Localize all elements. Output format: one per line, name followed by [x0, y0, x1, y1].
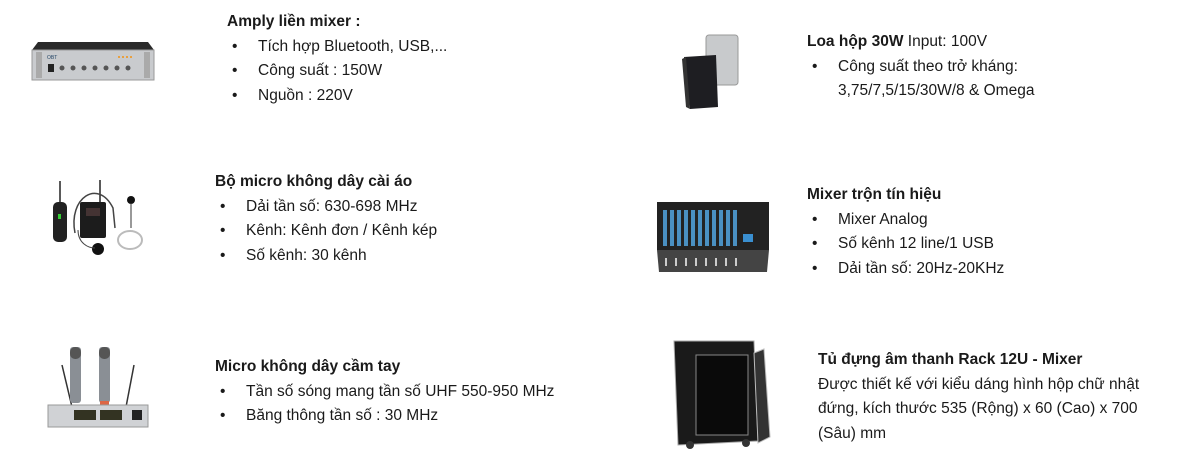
product-rack: Tủ đựng âm thanh Rack 12U - Mixer Được t… — [818, 348, 1139, 446]
spec-item: Kênh: Kênh đơn / Kênh kép — [218, 219, 437, 244]
product-title: Micro không dây cầm tay — [215, 358, 401, 375]
audio-mixer-image — [657, 202, 769, 272]
rack-case-image — [673, 340, 771, 449]
product-speaker: Loa hộp 30W Input: 100V Công suất theo t… — [807, 30, 1034, 104]
spec-item: Số kênh 12 line/1 USB — [810, 232, 1004, 257]
spec-item: Dải tần số: 20Hz-20KHz — [810, 257, 1004, 282]
spec-item: Công suất theo trở kháng: — [810, 55, 1034, 80]
product-title: Loa hộp 30W — [807, 33, 904, 50]
box-speaker-image — [682, 34, 739, 109]
spec-item: Mixer Analog — [810, 208, 1004, 233]
spec-item: Nguồn : 220V — [230, 84, 447, 109]
spec-item: Tần số sóng mang tần số UHF 550-950 MHz — [218, 380, 554, 405]
description-line: đứng, kích thước 535 (Rộng) x 60 (Cao) x… — [818, 400, 1138, 417]
spec-continuation: 3,75/7,5/15/30W/8 & Omega — [838, 82, 1035, 99]
spec-item: Số kênh: 30 kênh — [218, 244, 437, 269]
description-line: Được thiết kế với kiểu dáng hình hộp chữ… — [818, 375, 1140, 393]
spec-item: Công suất : 150W — [230, 59, 447, 84]
product-title: Tủ đựng âm thanh Rack 12U - Mixer — [818, 351, 1083, 368]
product-title: Amply liền mixer : — [227, 13, 361, 30]
lapel-wireless-mic-set-image — [53, 180, 143, 255]
svg-text:OBT: OBT — [47, 55, 57, 61]
product-lapel-mic: Bộ micro không dây cài áo Dải tần số: 63… — [215, 170, 437, 268]
amplifier-mixer-image: OBT — [31, 42, 155, 81]
product-title: Mixer trộn tín hiệu — [807, 186, 942, 203]
product-handheld-mic: Micro không dây cầm tay Tần số sóng mang… — [215, 355, 554, 429]
product-input-spec: Input: 100V — [907, 33, 988, 50]
product-amply: Amply liền mixer : Tích hợp Bluetooth, U… — [227, 10, 447, 108]
spec-item: Băng thông tần số : 30 MHz — [218, 404, 554, 429]
spec-item: Dải tần số: 630-698 MHz — [218, 195, 437, 220]
spec-item: Tích hợp Bluetooth, USB,... — [230, 35, 447, 60]
product-title: Bộ micro không dây cài áo — [215, 173, 413, 190]
description-line: (Sâu) mm — [818, 424, 887, 442]
product-mixer: Mixer trộn tín hiệu Mixer AnalogSố kênh … — [807, 183, 1004, 281]
handheld-wireless-mic-image — [47, 347, 149, 428]
